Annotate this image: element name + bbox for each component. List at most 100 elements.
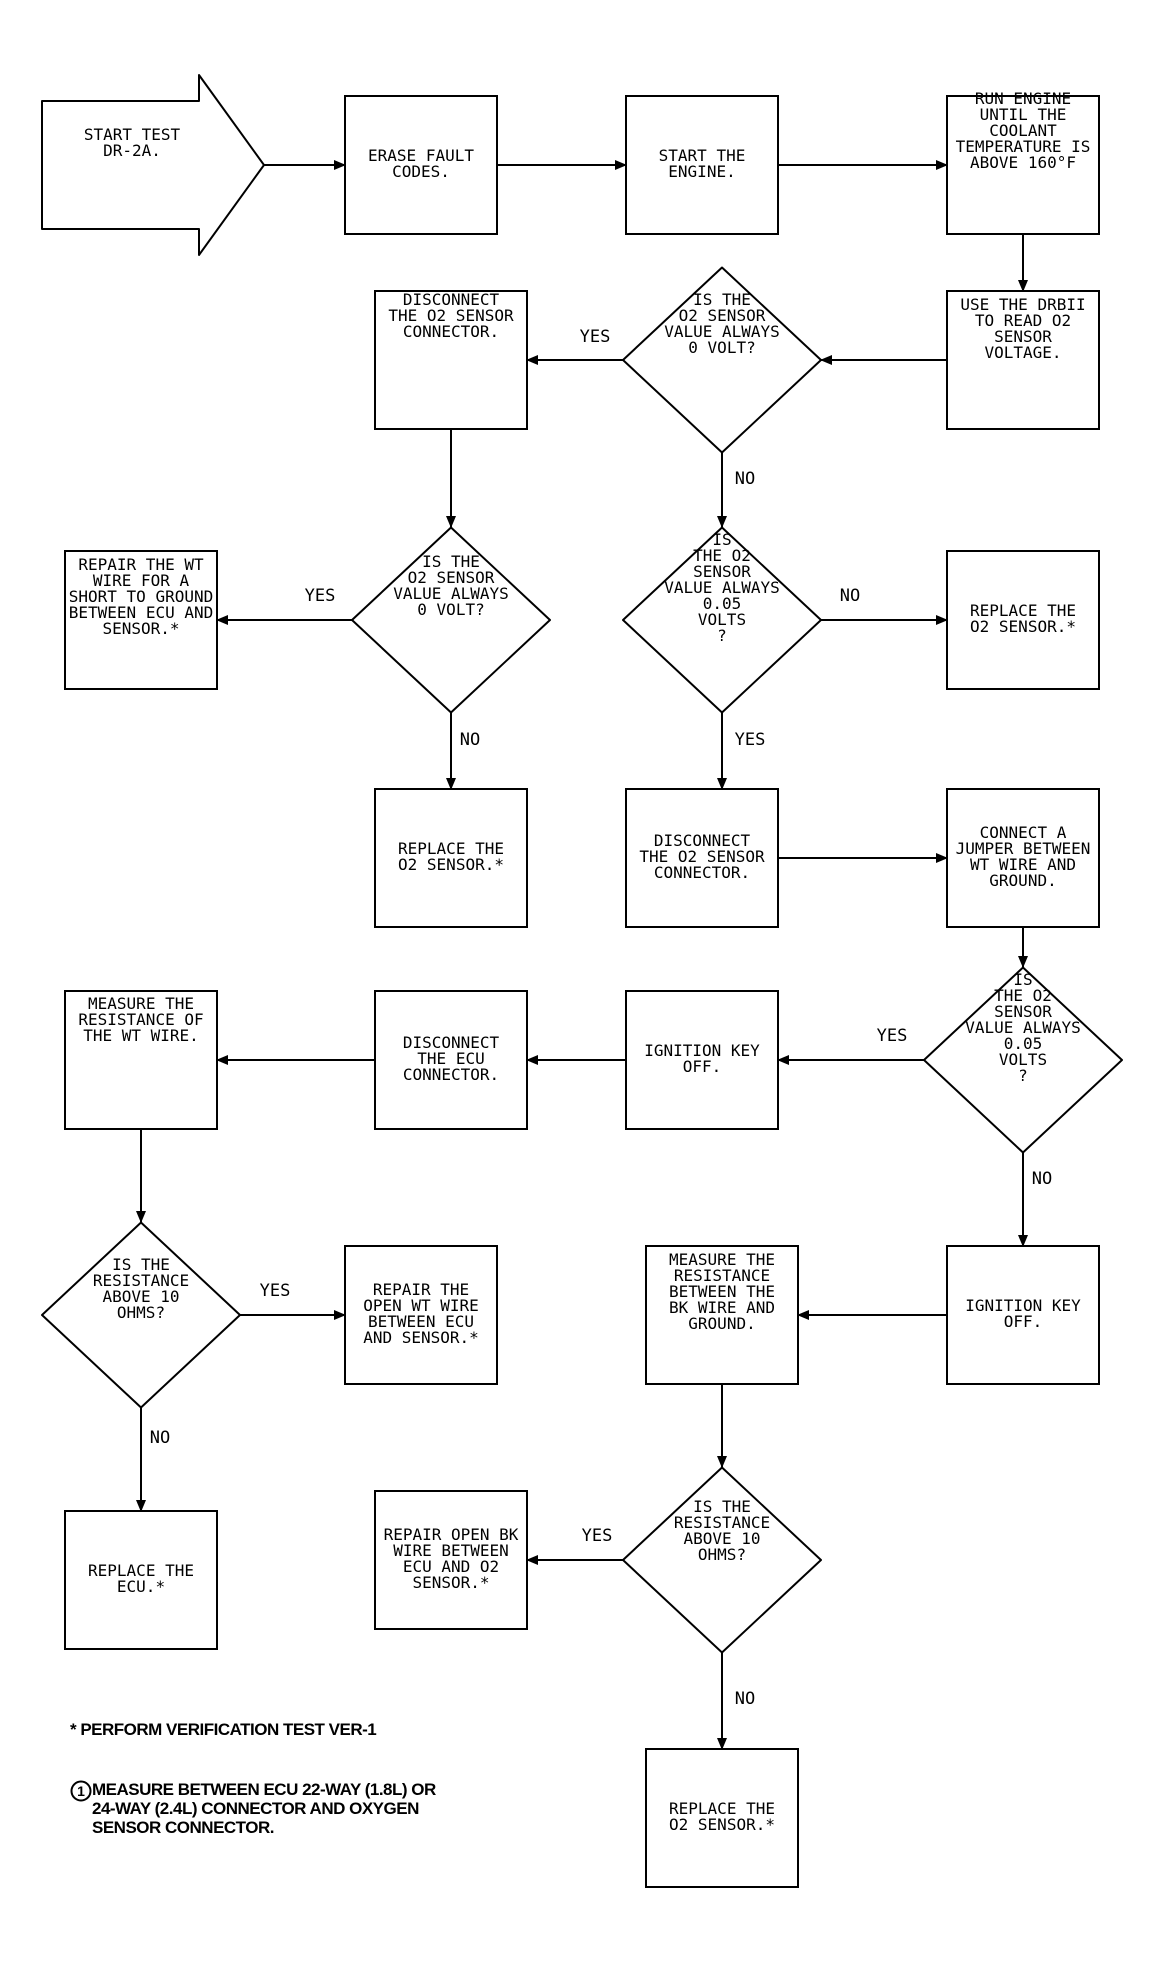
- yes-branch-label: YES: [582, 1526, 613, 1546]
- node-text-line: WT WIRE AND: [970, 855, 1076, 874]
- yes-branch-label: YES: [735, 730, 766, 750]
- no-branch-label: NO: [460, 730, 480, 750]
- decision-diamond: [41, 1221, 241, 1409]
- decision-diamond: [351, 526, 551, 714]
- process-box: [946, 788, 1100, 928]
- node-text-line: O2 SENSOR.*: [398, 855, 504, 874]
- node-text-line: O2 SENSOR: [408, 568, 495, 587]
- node-text-line: VOLTS: [999, 1050, 1047, 1069]
- node-text-line: REPLACE THE: [970, 601, 1076, 620]
- node-text-line: REPLACE THE: [398, 839, 504, 858]
- node-text-line: THE ECU: [417, 1049, 484, 1068]
- process-box: [374, 290, 528, 430]
- decision-diamond: [923, 966, 1123, 1154]
- node-text-line: DISCONNECT: [403, 290, 500, 309]
- yes-branch-label: YES: [877, 1026, 908, 1046]
- process-box: [374, 788, 528, 928]
- node-text-line: CODES.: [392, 162, 450, 181]
- node-text-line: DISCONNECT: [654, 831, 751, 850]
- node-text-line: OHMS?: [117, 1303, 165, 1322]
- node-text-line: 0 VOLT?: [688, 338, 755, 357]
- node-text-line: IS: [1013, 970, 1032, 989]
- node-text-line: ENGINE.: [668, 162, 735, 181]
- node-text-line: VALUE ALWAYS: [664, 578, 780, 597]
- start-arrow-shape: [41, 74, 265, 256]
- node-text-line: O2 SENSOR.*: [669, 1815, 775, 1834]
- node-text-line: TO READ O2: [975, 311, 1071, 330]
- node-text-line: VOLTS: [698, 610, 746, 629]
- node-text-line: ?: [717, 626, 727, 645]
- process-box: [64, 1510, 218, 1650]
- node-text-line: SENSOR.*: [102, 619, 179, 638]
- node-text-line: REPAIR THE WT: [78, 555, 204, 574]
- node-text-line: START TEST: [84, 125, 181, 144]
- process-box: [645, 1748, 799, 1888]
- node-text-line: O2 SENSOR.*: [970, 617, 1076, 636]
- node-text-line: RESISTANCE OF: [78, 1010, 203, 1029]
- node-text-line: REPLACE THE: [669, 1799, 775, 1818]
- decision-diamond: [622, 1466, 822, 1654]
- no-branch-label: NO: [150, 1428, 170, 1448]
- node-text-line: CONNECTOR.: [403, 1065, 499, 1084]
- node-text-line: REPAIR OPEN BK: [384, 1525, 519, 1544]
- no-branch-label: NO: [735, 1689, 755, 1709]
- node-text-line: IS THE: [693, 290, 751, 309]
- measurement-footnote-line: MEASURE BETWEEN ECU 22-WAY (1.8L) OR: [92, 1780, 436, 1799]
- measurement-footnote-line: SENSOR CONNECTOR.: [92, 1818, 274, 1837]
- node-text-line: IS THE: [112, 1255, 170, 1274]
- node-text-line: IS THE: [693, 1497, 751, 1516]
- node-text-line: 0.05: [1004, 1034, 1043, 1053]
- node-text-line: COOLANT: [989, 121, 1057, 140]
- no-branch-label: NO: [735, 469, 755, 489]
- node-text-line: THE O2: [994, 986, 1052, 1005]
- node-text-line: VALUE ALWAYS: [965, 1018, 1081, 1037]
- node-text-line: THE O2: [693, 546, 751, 565]
- node-text-line: DR-2A.: [103, 141, 161, 160]
- node-text-line: RESISTANCE: [93, 1271, 189, 1290]
- process-box: [625, 990, 779, 1130]
- node-text-line: GROUND.: [989, 871, 1056, 890]
- process-box: [344, 1245, 498, 1385]
- node-text-line: IS: [712, 530, 731, 549]
- node-text-line: IS THE: [422, 552, 480, 571]
- node-text-line: MEASURE THE: [669, 1250, 775, 1269]
- decision-diamond: [622, 526, 822, 714]
- node-text-line: RESISTANCE: [674, 1266, 770, 1285]
- process-box: [374, 1490, 528, 1630]
- verification-footnote: * PERFORM VERIFICATION TEST VER-1: [70, 1720, 377, 1739]
- node-text-line: WIRE FOR A: [93, 571, 190, 590]
- node-text-line: BETWEEN ECU: [368, 1312, 474, 1331]
- process-box: [344, 95, 498, 235]
- node-text-line: JUMPER BETWEEN: [956, 839, 1091, 858]
- node-text-line: OPEN WT WIRE: [363, 1296, 479, 1315]
- node-text-line: ?: [1018, 1066, 1028, 1085]
- node-text-line: OFF.: [1004, 1312, 1043, 1331]
- circled-number-one-icon: 1: [70, 1780, 92, 1802]
- node-text-line: TEMPERATURE IS: [956, 137, 1091, 156]
- node-text-line: USE THE DRBII: [960, 295, 1085, 314]
- node-text-line: DISCONNECT: [403, 1033, 500, 1052]
- node-text-line: ERASE FAULT: [368, 146, 474, 165]
- node-text-line: UNTIL THE: [980, 105, 1067, 124]
- process-box: [645, 1245, 799, 1385]
- node-text-line: SHORT TO GROUND: [69, 587, 214, 606]
- decision-diamond: [622, 266, 822, 454]
